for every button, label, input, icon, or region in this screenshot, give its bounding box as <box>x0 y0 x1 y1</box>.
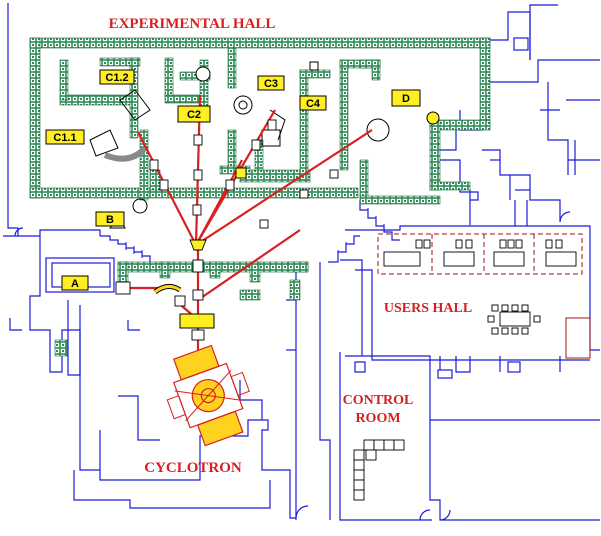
meeting-table <box>487 304 541 335</box>
area-c12-label: C1.2 <box>105 72 128 84</box>
beam-lines <box>125 94 373 360</box>
area-b-label: B <box>106 214 114 226</box>
area-d: D <box>391 89 421 107</box>
control-room-label-line2: ROOM <box>355 411 400 426</box>
experimental-machines <box>89 61 440 229</box>
stairs <box>125 208 385 262</box>
area-c3-label: C3 <box>264 78 278 90</box>
area-c4: C4 <box>299 95 327 111</box>
experimental-hall-label: EXPERIMENTAL HALL <box>109 16 276 32</box>
users-hall-label: USERS HALL <box>384 301 472 316</box>
area-a: A <box>61 275 89 291</box>
users-hall-rooms <box>377 233 591 359</box>
shielding-walls <box>29 37 491 357</box>
area-c2: C2 <box>177 105 211 123</box>
area-c12: C1.2 <box>99 69 135 85</box>
area-d-label: D <box>402 93 410 105</box>
cyclotron-label: CYCLOTRON <box>144 460 242 476</box>
cyclotron-machine <box>166 344 250 447</box>
control-room-label-line1: CONTROL <box>343 393 414 408</box>
area-c2-label: C2 <box>187 109 201 121</box>
target-box <box>179 313 215 329</box>
area-c11-label: C1.1 <box>53 132 76 144</box>
area-a-label: A <box>71 278 79 290</box>
area-c11: C1.1 <box>45 129 85 145</box>
area-b: B <box>95 211 125 227</box>
area-c4-label: C4 <box>306 98 321 110</box>
area-c3: C3 <box>257 75 285 91</box>
beam-components <box>115 119 339 341</box>
control-room-desks <box>353 439 405 501</box>
